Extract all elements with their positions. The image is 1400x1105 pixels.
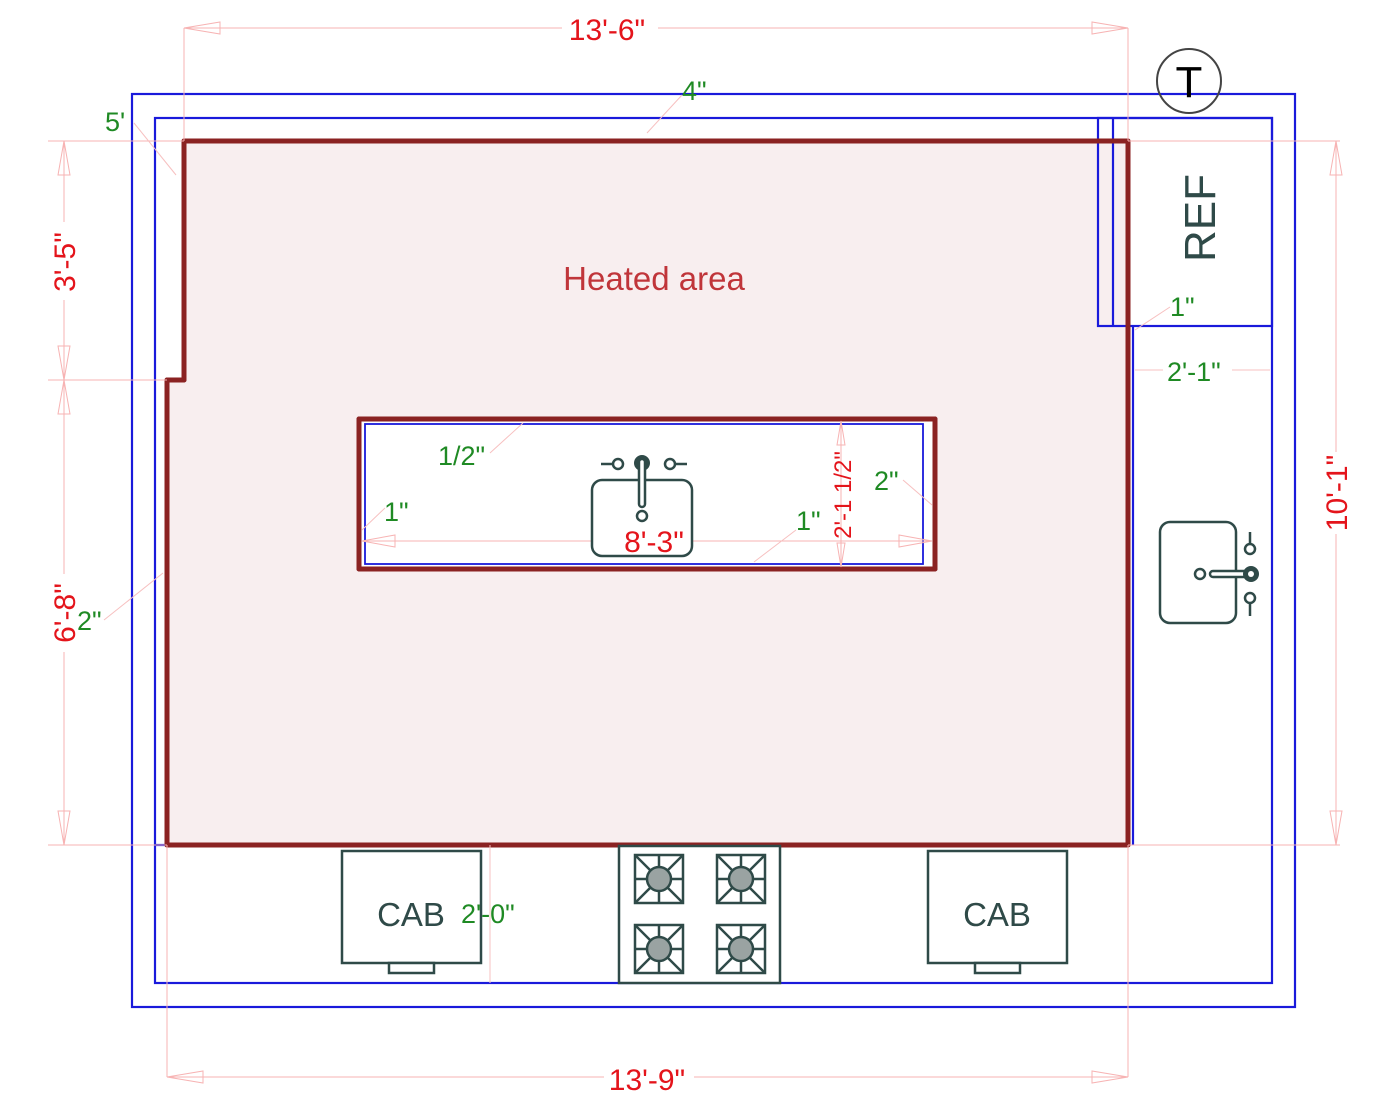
- burner-icon: [715, 923, 767, 975]
- cabinet-right-label: CAB: [963, 896, 1031, 933]
- offset-left-wall-label: 2": [77, 606, 102, 636]
- dimension-left-lower: 6'-8": [48, 379, 167, 846]
- island-border: [356, 416, 938, 572]
- thermostat-label: T: [1176, 58, 1203, 107]
- offset-top-wall-label: 4": [682, 76, 707, 106]
- outer-wall-line: [130, 92, 1297, 1009]
- wall-sink-icon: [1158, 520, 1259, 625]
- refrigerator-label: REF: [1176, 174, 1225, 262]
- burner-icon: [633, 923, 685, 975]
- dimension-island-length-label: 8'-3": [624, 526, 684, 559]
- cooktop-icon: [617, 844, 782, 985]
- dimension-left-lower-label: 6'-8": [49, 583, 82, 643]
- offset-island-right-label: 2": [874, 466, 899, 496]
- offset-island-left-label: 1": [384, 497, 409, 527]
- dimension-right-height: 10'-1": [1128, 140, 1354, 846]
- dimension-island-depth-label: 2'-1 1/2": [830, 451, 857, 539]
- offset-ref-gap-label: 1": [1170, 292, 1195, 322]
- heated-area-label: Heated area: [563, 260, 745, 297]
- dimension-left-upper: 3'-5": [48, 140, 184, 381]
- cabinet-right: [926, 849, 1069, 975]
- dimension-top-width: 13'-6": [183, 10, 1129, 141]
- burner-icon: [633, 853, 685, 905]
- dimension-left-upper-label: 3'-5": [49, 232, 82, 292]
- dimension-top-width-label: 13'-6": [569, 14, 645, 47]
- offset-bottom-counter-label: 2'-0": [461, 899, 515, 929]
- offset-left-corner-label: 5': [105, 107, 125, 137]
- offset-island-top-label: 1/2": [438, 441, 485, 471]
- dimension-bottom-width: 13'-9": [166, 845, 1129, 1097]
- dimension-island-depth: 2'-1 1/2": [830, 420, 857, 568]
- refrigerator-enclosure: [1096, 116, 1274, 328]
- island-sink-icon: [590, 455, 694, 558]
- burner-group: [633, 853, 767, 975]
- island-inner-line: [364, 423, 924, 565]
- burner-icon: [715, 853, 767, 905]
- cabinet-left: [340, 849, 483, 975]
- offset-island-bottom-label: 1": [796, 506, 821, 536]
- dimension-bottom-width-label: 13'-9": [609, 1064, 685, 1097]
- dimension-right-height-label: 10'-1": [1321, 455, 1354, 531]
- offset-right-counter-label: 2'-1": [1167, 357, 1221, 387]
- thermostat-icon: T: [1156, 48, 1222, 114]
- cabinet-left-label: CAB: [377, 896, 445, 933]
